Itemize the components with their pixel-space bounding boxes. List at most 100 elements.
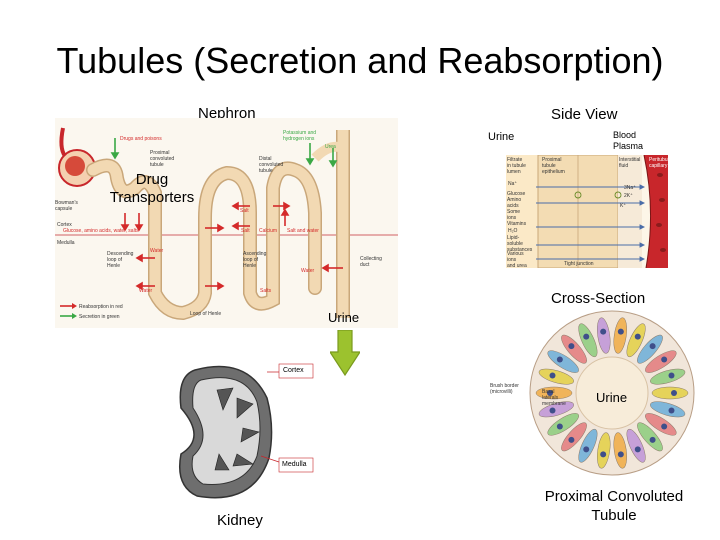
glucose-row-label: Glucose, amino acids, water, salts (63, 228, 139, 234)
calcium-label: Calcium (259, 228, 278, 234)
cell-nucleus (549, 407, 556, 414)
urea-label: Urea (325, 144, 336, 150)
epithelial-cell (538, 368, 574, 385)
urine-down-arrow (330, 330, 360, 376)
bowmans-label: Bowman's capsule (55, 200, 78, 212)
legend-arrows (60, 303, 77, 319)
cell-nucleus (556, 423, 563, 430)
potassium-label: Potassium and hydrogen ions (283, 130, 317, 142)
epithelial-cell (645, 350, 677, 373)
epithelial-cell (535, 386, 573, 400)
salt1-label: Salt (240, 208, 249, 214)
dct-label: Distal convoluted tubule (259, 156, 284, 174)
cell-nucleus (649, 436, 656, 443)
nephron-label: Nephron (198, 105, 256, 122)
kidney-diagram: Cortex Medulla (167, 358, 315, 506)
epithelial-cell (613, 317, 627, 354)
h2o-label: H₂O (508, 228, 518, 234)
reabsorption-arrows (120, 201, 343, 291)
epithelial-cell (547, 413, 579, 436)
cell-nucleus (634, 446, 641, 453)
tubule-lumen (575, 356, 649, 430)
side-view-svg (506, 154, 668, 269)
cell-nucleus (649, 343, 656, 350)
cell-nucleus (634, 333, 641, 340)
epithelial-cell (561, 422, 587, 452)
nephron-diagram: Drugs and poisons Potassium and hydrogen… (55, 118, 398, 328)
medulla-label: Medulla (57, 240, 75, 246)
cross-section-label: Cross-Section (551, 290, 646, 307)
cell-nucleus (671, 390, 677, 396)
cell-nucleus (668, 407, 675, 414)
desc-loop-label: Descending loop of Henle (107, 251, 134, 269)
cell-nucleus (617, 328, 624, 335)
tubule-fill (87, 160, 321, 319)
epithelial-cell (561, 334, 587, 364)
cell-nucleus (661, 356, 668, 363)
epithelial-cell (651, 386, 689, 400)
epithelial-cell (578, 323, 598, 358)
cells-label: Proximal tubule epithelium (542, 157, 565, 175)
cross-section-svg (529, 310, 695, 476)
medulla-pyramids (214, 387, 260, 471)
nephron-svg (55, 118, 398, 328)
legend-reabsorption: Reabsorption in red (79, 304, 123, 310)
cell-nucleus (556, 356, 563, 363)
glucose-side-label: Glucose Amino acids Some ions Vitamins (507, 191, 527, 227)
slide-title: Tubules (Secretion and Reabsorption) (56, 40, 664, 81)
cell-nucleus (549, 372, 556, 379)
water1-label: Water (150, 248, 164, 254)
epithelial-cell (597, 317, 611, 354)
side-view-label: Side View (551, 106, 618, 123)
kidney-label: Kidney (217, 512, 263, 529)
cell-nucleus (583, 333, 590, 340)
cell-nucleus (568, 436, 575, 443)
secretion-arrows (110, 138, 338, 168)
salt-water-label: Salt and water (287, 228, 319, 234)
cell-nucleus (600, 328, 607, 335)
urine-cross-label: Urine (596, 390, 628, 405)
kidney-svg (167, 358, 315, 506)
pct-small-label: Proximal convoluted tubule (150, 150, 175, 168)
k2-label: 2K⁺ (624, 193, 633, 199)
cell-nucleus (547, 390, 553, 396)
water2-label: Water (301, 268, 315, 274)
epithelial-cell (637, 334, 663, 364)
epithelial-cell (547, 350, 579, 373)
urine-top-label: Urine (488, 131, 515, 143)
na3-label: 3Na⁺ (624, 185, 636, 191)
lumen-label: Filtrate in tubule lumen (507, 157, 526, 175)
various-label: Various ions and urea (507, 251, 527, 269)
epithelial-cell (637, 422, 663, 452)
kidney-medulla-label: Medulla (282, 461, 307, 468)
water3-label: Water (139, 288, 153, 294)
blood-plasma-label: Blood Plasma (613, 130, 644, 151)
urine-arrow-label: Urine (328, 310, 360, 325)
side-view-diagram: Filtrate in tubule lumen Proximal tubule… (506, 154, 673, 269)
capillary-label: Peritubular capillary (649, 157, 674, 169)
legend-secretion: Secretion in green (79, 314, 120, 320)
k-label: K⁺ (620, 203, 626, 209)
loop-henle-label: Loop of Henle (190, 311, 222, 317)
lipid-label: Lipid- soluble substances (507, 235, 533, 253)
cell-nucleus (668, 372, 675, 379)
epithelial-cell (613, 432, 627, 469)
cell-nucleus (568, 343, 575, 350)
cortex-label: Cortex (57, 222, 72, 228)
epithelial-cell (578, 428, 598, 463)
cell-nucleus (600, 451, 607, 458)
drug-transporters-label: Drug Transporters (109, 171, 195, 206)
brush-border-label: Brush border (microvilli) (490, 383, 519, 395)
salt2-label: Salt (241, 228, 250, 234)
epithelial-cell (538, 401, 574, 418)
basal-label: Basal laterals membrane (542, 389, 566, 407)
kidney-cortex-label: Cortex (283, 367, 304, 374)
epithelial-cell (597, 432, 611, 469)
salts-label: Salts (260, 288, 272, 294)
epithelial-cell (645, 413, 677, 436)
epithelial-cell (626, 428, 646, 463)
interstitial-label: Interstitial fluid (619, 157, 641, 169)
drugs-poisons-label: Drugs and poisons (120, 136, 162, 142)
epithelial-cell (626, 323, 646, 358)
collecting-duct-label: Collecting duct (360, 256, 382, 268)
